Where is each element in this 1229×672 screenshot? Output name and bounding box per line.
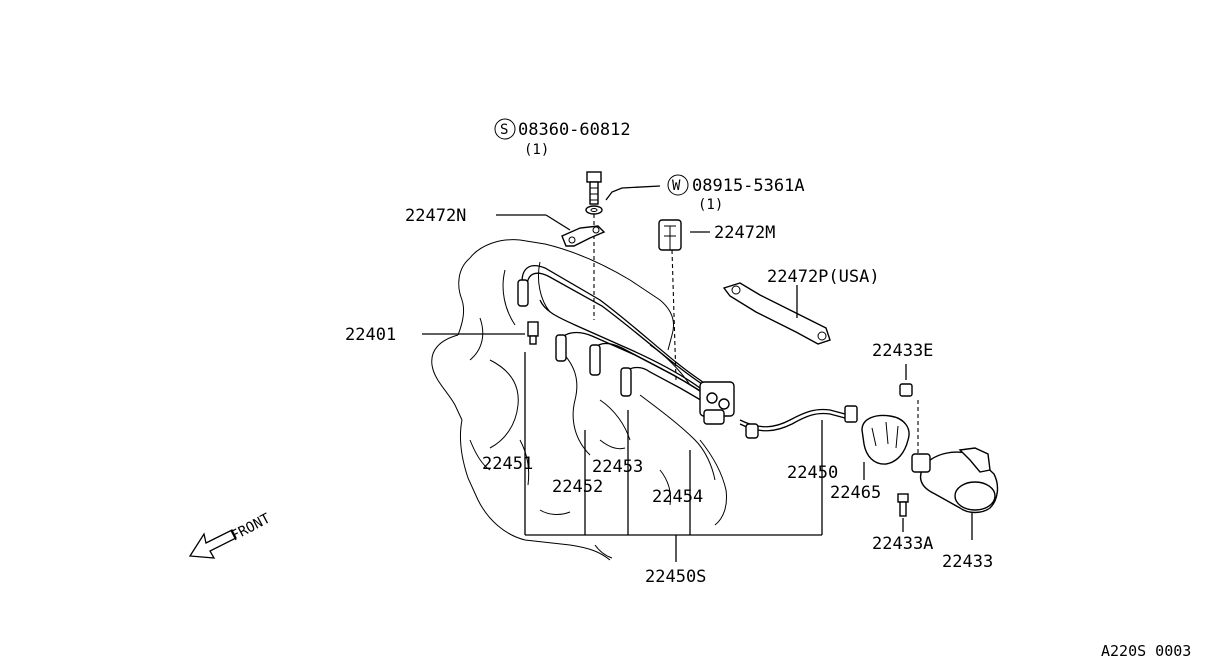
label-22433E: 22433E <box>872 341 933 361</box>
label-22452: 22452 <box>552 477 603 497</box>
plug-boots <box>517 279 759 439</box>
label-22450: 22450 <box>787 463 838 483</box>
label-22472P: 22472P(USA) <box>767 267 880 287</box>
leader-lines <box>524 352 823 562</box>
label-washer: 08915-5361A <box>692 176 805 196</box>
label-22472N: 22472N <box>405 206 466 226</box>
label-front: FRONT <box>228 510 273 544</box>
label-22450S: 22450S <box>645 567 706 587</box>
bolt-prefix: S <box>500 122 508 138</box>
screw-icon <box>897 493 909 532</box>
rotor-head-icon <box>861 414 910 480</box>
label-washer-qty: (1) <box>698 197 723 213</box>
clip-22472M-icon <box>658 219 682 251</box>
engine-block <box>431 239 727 561</box>
label-22465: 22465 <box>830 483 881 503</box>
clip-22472N-icon <box>561 225 606 247</box>
label-bolt-qty: (1) <box>524 142 549 158</box>
spark-plug-icon <box>527 321 539 345</box>
label-22454: 22454 <box>652 487 703 507</box>
bolt-icon <box>586 171 602 205</box>
bracket-22472P-icon <box>722 282 831 345</box>
bolt-prefix-circle <box>494 118 516 140</box>
washer-prefix-circle <box>667 174 689 196</box>
nut-icon <box>899 364 913 397</box>
cord-connector <box>699 381 858 425</box>
front-arrow-icon <box>188 529 237 559</box>
label-22433A: 22433A <box>872 534 933 554</box>
label-22453: 22453 <box>592 457 643 477</box>
label-22451: 22451 <box>482 454 533 474</box>
diagram-reference: A220S 0003 <box>1101 642 1191 660</box>
label-bolt: 08360-60812 <box>518 120 631 140</box>
label-22433: 22433 <box>942 552 993 572</box>
label-22472M: 22472M <box>714 223 775 243</box>
washer-prefix: W <box>672 178 681 194</box>
label-22401: 22401 <box>345 325 396 345</box>
ignition-coil-icon <box>911 447 999 540</box>
